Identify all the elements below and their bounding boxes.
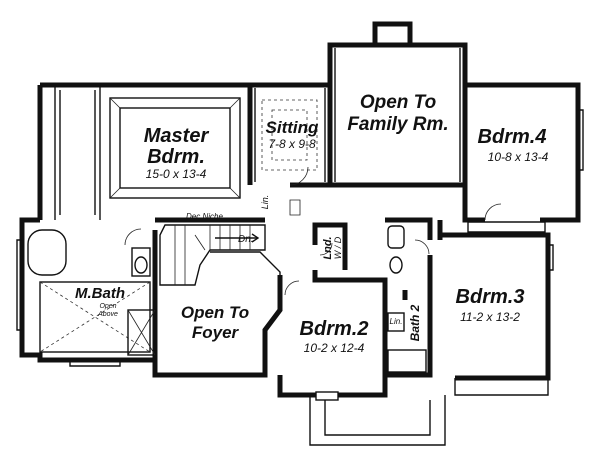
master-name-1: Master <box>144 125 210 147</box>
foyer-open-line1: Open To <box>181 303 249 322</box>
bath2-linen <box>387 312 405 332</box>
sitting-inner-lines <box>254 88 331 182</box>
bath2-name: Bath 2 <box>408 304 422 341</box>
mbath-name: M.Bath <box>75 285 125 302</box>
shower <box>127 309 156 356</box>
sitting-dims: 7-8 x 9-8 <box>268 137 316 151</box>
open-above-area <box>39 281 151 353</box>
foyer-stairs <box>159 224 281 300</box>
bdrm3-window <box>548 244 554 271</box>
sitting-name: Sitting <box>266 118 319 137</box>
bath2-tub <box>387 349 427 373</box>
bath2-toilet <box>389 256 403 274</box>
bdrm4-dims: 10-8 x 13-4 <box>488 150 549 164</box>
bdrm3-dims: 11-2 x 13-2 <box>460 310 520 324</box>
rear-deck <box>309 395 446 446</box>
balcony-outlines <box>309 378 549 446</box>
bdrm2-name: Bdrm.2 <box>300 318 369 340</box>
linen-label-1: Lin. <box>260 195 270 210</box>
family-inner-lines <box>334 48 461 182</box>
mbath-bottom-window <box>69 360 121 367</box>
mbath-note-1: Open <box>99 303 116 310</box>
linen-label-2: Lin. <box>390 317 403 326</box>
bdrm4-name: Bdrm.4 <box>478 126 547 148</box>
toilet <box>134 256 148 274</box>
bdrm4-window <box>578 109 584 171</box>
bath2-sink <box>387 225 405 249</box>
dec-niche-label: Dec Niche <box>186 212 223 221</box>
chimney <box>372 21 413 45</box>
family-open-line2: Family Rm. <box>347 114 448 135</box>
down-label: Dn. <box>238 234 254 245</box>
bdrm4-closet <box>467 221 546 233</box>
bdrm3-ledge <box>454 378 549 396</box>
washer-dryer-label: W / D <box>333 236 343 259</box>
bath2-right-wall <box>385 255 433 378</box>
bathtub <box>27 229 67 276</box>
mbath-window <box>16 239 22 331</box>
master-name-2: Bdrm. <box>147 146 205 168</box>
bdrm3-walls <box>440 232 551 381</box>
closet-lines <box>54 85 101 220</box>
rear-door-landing <box>315 391 339 401</box>
foyer-open-line2: Foyer <box>192 323 240 342</box>
down-arrow-icon <box>251 233 260 243</box>
bath2-fixtures <box>387 225 427 373</box>
bdrm4-inner-wall <box>462 185 485 223</box>
family-open-line1: Open To <box>360 92 436 113</box>
master-dims: 15-0 x 13-4 <box>146 167 207 181</box>
foyer-rail <box>210 251 281 300</box>
master-ceiling-tray <box>109 97 241 199</box>
mbath-walls <box>19 217 155 363</box>
bdrm2-walls <box>277 270 388 398</box>
bath-top-wall <box>385 217 433 240</box>
bdrm2-dims: 10-2 x 12-4 <box>304 341 365 355</box>
toilet-nook <box>131 247 151 277</box>
rear-deck-inner <box>324 400 431 436</box>
exterior-walls <box>19 21 581 398</box>
laundry-walls <box>312 222 348 270</box>
laundry-label: Lnd. <box>322 236 334 259</box>
bdrm3-name: Bdrm.3 <box>456 286 525 308</box>
linen-closet-1 <box>289 199 301 216</box>
mbath-note-2: Above <box>97 311 118 318</box>
sitting-ceiling-tray <box>261 99 318 171</box>
secondary-lines <box>16 48 584 367</box>
foyer-bottom-wall <box>152 275 283 378</box>
door-swings <box>124 166 502 296</box>
master-bath-fixtures <box>27 229 156 356</box>
bdrm4-walls <box>465 82 581 223</box>
